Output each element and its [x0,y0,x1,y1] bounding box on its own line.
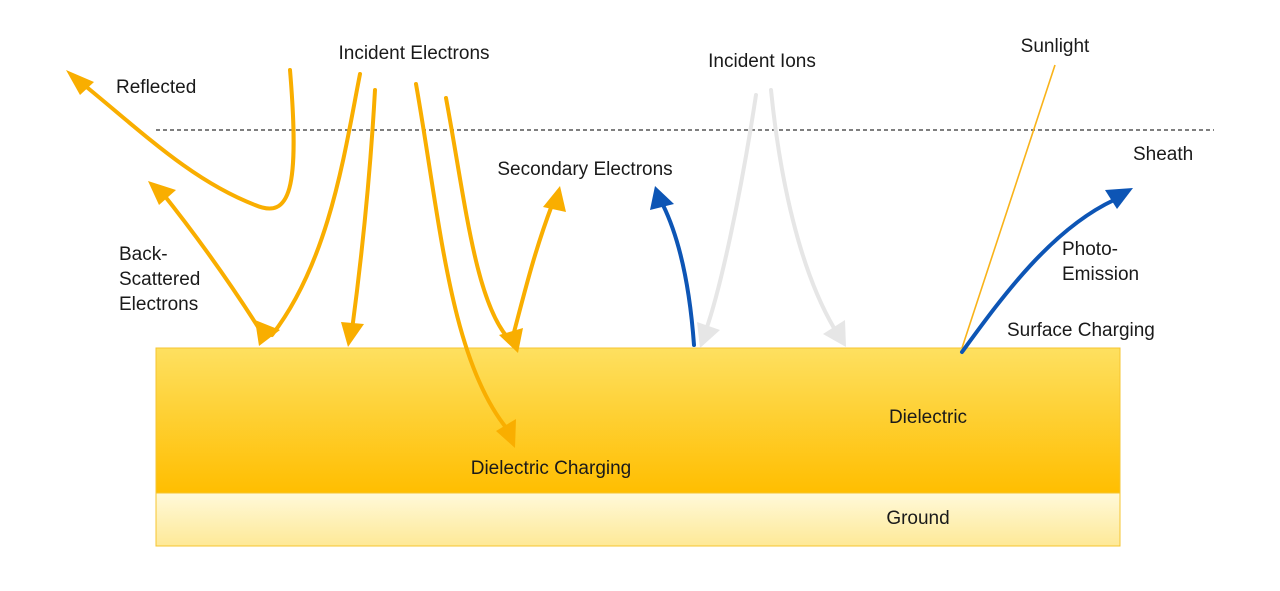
reflected-arrowhead [66,70,94,95]
photo-emission-label: Photo- Emission [1062,237,1139,287]
photo-emission-path [960,198,1116,354]
photo-emission-arrowhead [1105,188,1133,209]
emitted-electron-arrowhead [650,186,674,210]
dielectric-label: Dielectric [888,407,968,428]
reflected-label: Reflected [116,77,197,98]
secondary-electron-path [510,203,554,342]
back-scattered-line-3: Electrons [119,294,199,315]
secondary-electrons-label: Secondary Electrons [497,159,673,180]
ground-layer [155,492,1121,547]
incident-ion-arrowhead-2 [823,320,846,347]
back-scattered-arrowhead-down [255,320,280,346]
secondary-electron-arrowhead [543,186,566,212]
back-scattered-electron-path [158,188,267,340]
dielectric-charging-label: Dielectric Charging [470,458,632,479]
incident-electrons-label: Incident Electrons [338,43,490,64]
incident-ion-path-2 [769,88,836,330]
incident-ions-label: Incident Ions [708,51,816,72]
emitted-electron-path [661,203,696,347]
incident-electron-path-3 [444,96,510,340]
incident-electron-arrowhead-2 [341,322,364,347]
penetrating-electron-path [414,82,510,432]
back-scattered-arrowhead-up [148,181,176,205]
incident-ion-arrowhead-1 [697,322,720,348]
back-scattered-line-2: Scattered [119,269,201,290]
incident-electron-path-1 [270,72,362,337]
photo-emission-line-1: Photo- [1062,239,1118,260]
incident-ion-path-1 [704,93,758,332]
back-scattered-line-1: Back- [119,244,168,265]
ground-label: Ground [886,508,950,529]
reflected-electron-path [76,68,296,211]
dielectric-layer [155,347,1121,494]
incident-electron-path-2 [350,88,377,332]
sunlight-label: Sunlight [1020,36,1090,57]
sheath-label: Sheath [1133,144,1194,165]
photo-emission-line-2: Emission [1062,264,1140,285]
penetrating-electron-arrowhead [496,419,516,448]
back-scattered-electrons-label: Back- Scattered Electrons [119,242,200,317]
sunlight-ray [961,64,1056,349]
surface-charging-label: Surface Charging [1007,320,1155,341]
